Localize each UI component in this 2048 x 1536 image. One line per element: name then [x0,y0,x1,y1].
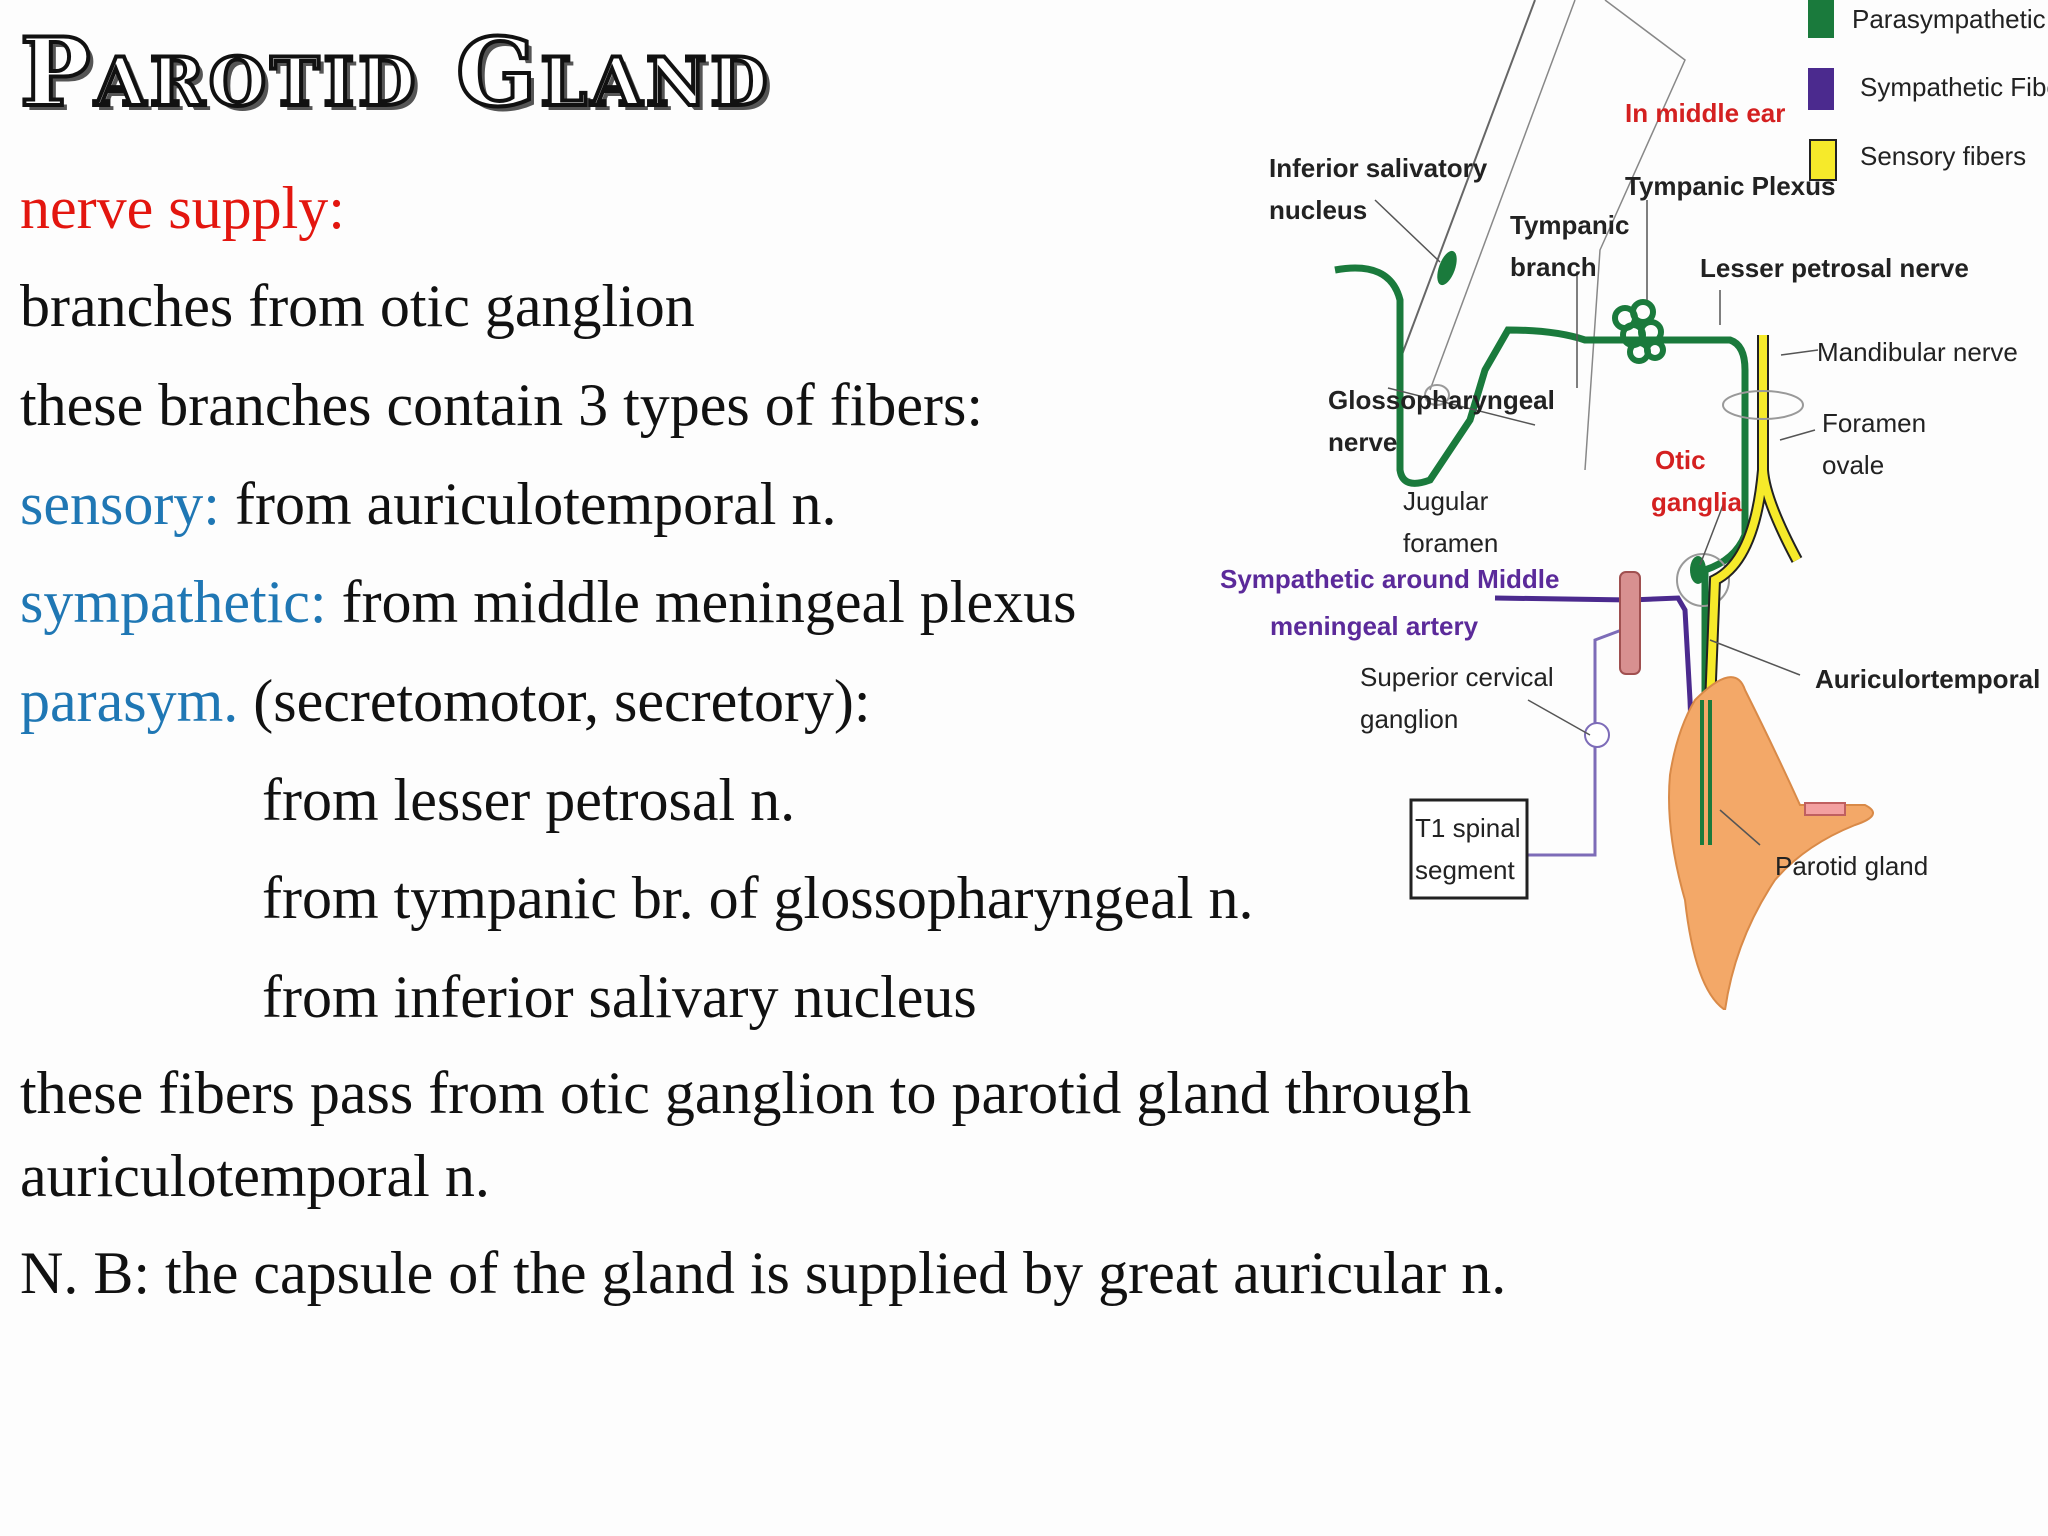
sympathetic-text: from middle meningeal plexus [326,569,1077,635]
label-jugular-foramen-2: foramen [1403,528,1498,558]
label-lesser-petrosal-nerve: Lesser petrosal nerve [1700,253,1969,283]
label-tympanic-branch-1: Tympanic [1510,210,1629,240]
otic-ganglion-icon [1690,556,1706,584]
legend-sensory-swatch [1809,139,1837,181]
fiber-types-line: these branches contain 3 types of fibers… [20,372,984,438]
label-jugular-foramen-1: Jugular [1403,486,1489,516]
branches-line: branches from otic ganglion [20,273,695,339]
superior-cervical-ganglion-icon [1584,722,1610,748]
label-foramen-ovale-2: ovale [1822,450,1884,480]
label-otic-ganglia-2: ganglia [1651,487,1743,517]
pathway-line: these fibers pass from otic ganglion to … [20,1060,1472,1209]
parasympathetic-line: parasym. (secretomotor, secretory): [20,666,871,736]
t1-spinal-segment-box [1409,798,1529,900]
inferior-salivary-line: from inferior salivary nucleus [262,964,977,1030]
legend-sympathetic-label: Sympathetic Fibers [1860,72,2048,102]
sympathetic-line: sympathetic: from middle meningeal plexu… [20,567,1076,637]
sensory-pathway [1701,335,1801,831]
label-auriculotemporal-nerve: Auriculortemporal nerve [1815,664,2048,694]
foramen-ovale-ring [1722,390,1804,420]
parotid-nerve-diagram: Parasympathetic fibers Sympathetic Fiber… [1215,0,2048,1010]
label-superior-cervical-2: ganglion [1360,704,1458,734]
label-tympanic-branch-2: branch [1510,252,1597,282]
label-sympathetic-mma-1: Sympathetic around Middle [1220,564,1560,594]
sensory-label: sensory: [20,471,220,537]
legend-sympathetic-swatch [1808,68,1834,110]
brainstem-outline [1584,0,1686,471]
sympathetic-label: sympathetic: [20,569,327,635]
nota-bene-line: N. B: the capsule of the gland is suppli… [20,1240,1507,1306]
skull-outline [1399,0,1536,361]
label-mandibular-nerve: Mandibular nerve [1817,337,2018,367]
label-t1-spinal-2: segment [1415,855,1515,885]
page-title: Parotid Gland [18,16,772,130]
label-otic-ganglia-1: Otic [1655,445,1706,475]
leader-lines [1374,199,1819,846]
jugular-foramen-ring [1424,384,1450,406]
tympanic-plexus-icon [1612,299,1666,364]
parasympathetic-label: parasym. [20,668,239,734]
parotid-duct-icon [1804,802,1846,816]
legend-parasympathetic-label: Parasympathetic fibers [1852,4,2048,34]
label-glossopharyngeal-1: Glossopharyngeal [1328,385,1555,415]
legend-parasympathetic-swatch [1808,0,1834,38]
label-superior-cervical-1: Superior cervical [1360,662,1554,692]
label-inferior-salivatory-1: Inferior salivatory [1269,153,1488,183]
inferior-salivatory-nucleus-icon [1437,250,1457,286]
label-tympanic-plexus: Tympanic Plexus [1625,171,1836,201]
parasympathetic-text: (secretomotor, secretory): [238,668,871,734]
label-sympathetic-mma-2: meningeal artery [1270,611,1479,641]
label-parotid-gland: Parotid gland [1775,851,1928,881]
lesser-petrosal-line: from lesser petrosal n. [262,767,796,833]
parotid-gland-shape [1668,676,1874,1010]
sympathetic-chain [1525,623,1636,857]
label-t1-spinal-1: T1 spinal [1415,813,1521,843]
sensory-line: sensory: from auriculotemporal n. [20,469,836,539]
legend-sensory-label: Sensory fibers [1860,141,2026,171]
skull-outline-inner [1429,0,1576,391]
legend: Parasympathetic fibers Sympathetic Fiber… [1808,0,2048,181]
middle-meningeal-artery-icon [1619,571,1641,675]
label-in-middle-ear: In middle ear [1625,98,1785,128]
label-foramen-ovale-1: Foramen [1822,408,1926,438]
sensory-text: from auriculotemporal n. [219,471,837,537]
tympanic-branch-line: from tympanic br. of glossopharyngeal n. [262,865,1254,931]
nerve-supply-heading: nerve supply: [20,175,345,241]
parasympathetic-terminals [1700,700,1712,845]
label-inferior-salivatory-2: nucleus [1269,195,1367,225]
otic-ganglion-circle [1676,553,1730,607]
label-glossopharyngeal-2: nerve [1328,427,1397,457]
